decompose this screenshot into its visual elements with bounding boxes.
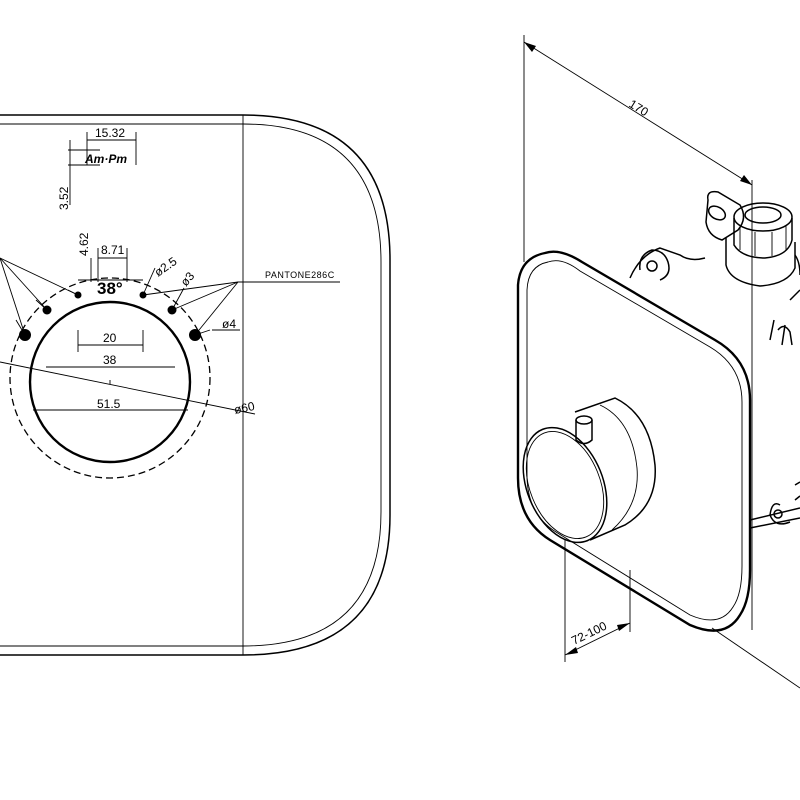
side-plate-outer xyxy=(516,250,752,632)
plate-outline-outer xyxy=(0,114,391,656)
small-dot-diameter-label: ø2.5 xyxy=(152,254,180,279)
side-plate-inner xyxy=(526,260,743,621)
inner-38-label: 38 xyxy=(103,353,117,367)
logo-height-label: 3.52 xyxy=(57,186,71,210)
logo-width-label: 15.32 xyxy=(95,126,125,140)
side-view: 170 xyxy=(516,35,800,689)
knob xyxy=(522,397,656,544)
brand-label: Am·Pm xyxy=(84,152,127,166)
mid-dot-diameter-label: ø3 xyxy=(178,269,198,289)
color-note-label: PANTONE286C xyxy=(265,270,335,280)
outer-circle-dashed xyxy=(9,277,211,479)
depth-dim-line xyxy=(523,41,753,186)
valve-body xyxy=(629,190,800,529)
big-dot-diameter-label: ø4 xyxy=(222,317,236,331)
inner-51-5-label: 51.5 xyxy=(97,397,121,411)
front-view: 15.32 Am·Pm 3.52 4.62 8.71 38° ø2.5 ø3 ø… xyxy=(0,114,391,656)
depth-label: 170 xyxy=(626,97,651,120)
angle-label: 38° xyxy=(97,279,123,298)
outer-diameter-label: ø60 xyxy=(233,399,256,417)
plate-outline-inner xyxy=(0,123,382,647)
knob-opening-circle xyxy=(28,300,192,464)
dot-spacing-label: 8.71 xyxy=(101,243,125,257)
inner-20-label: 20 xyxy=(103,331,117,345)
dot-offset-label: 4.62 xyxy=(77,232,91,256)
